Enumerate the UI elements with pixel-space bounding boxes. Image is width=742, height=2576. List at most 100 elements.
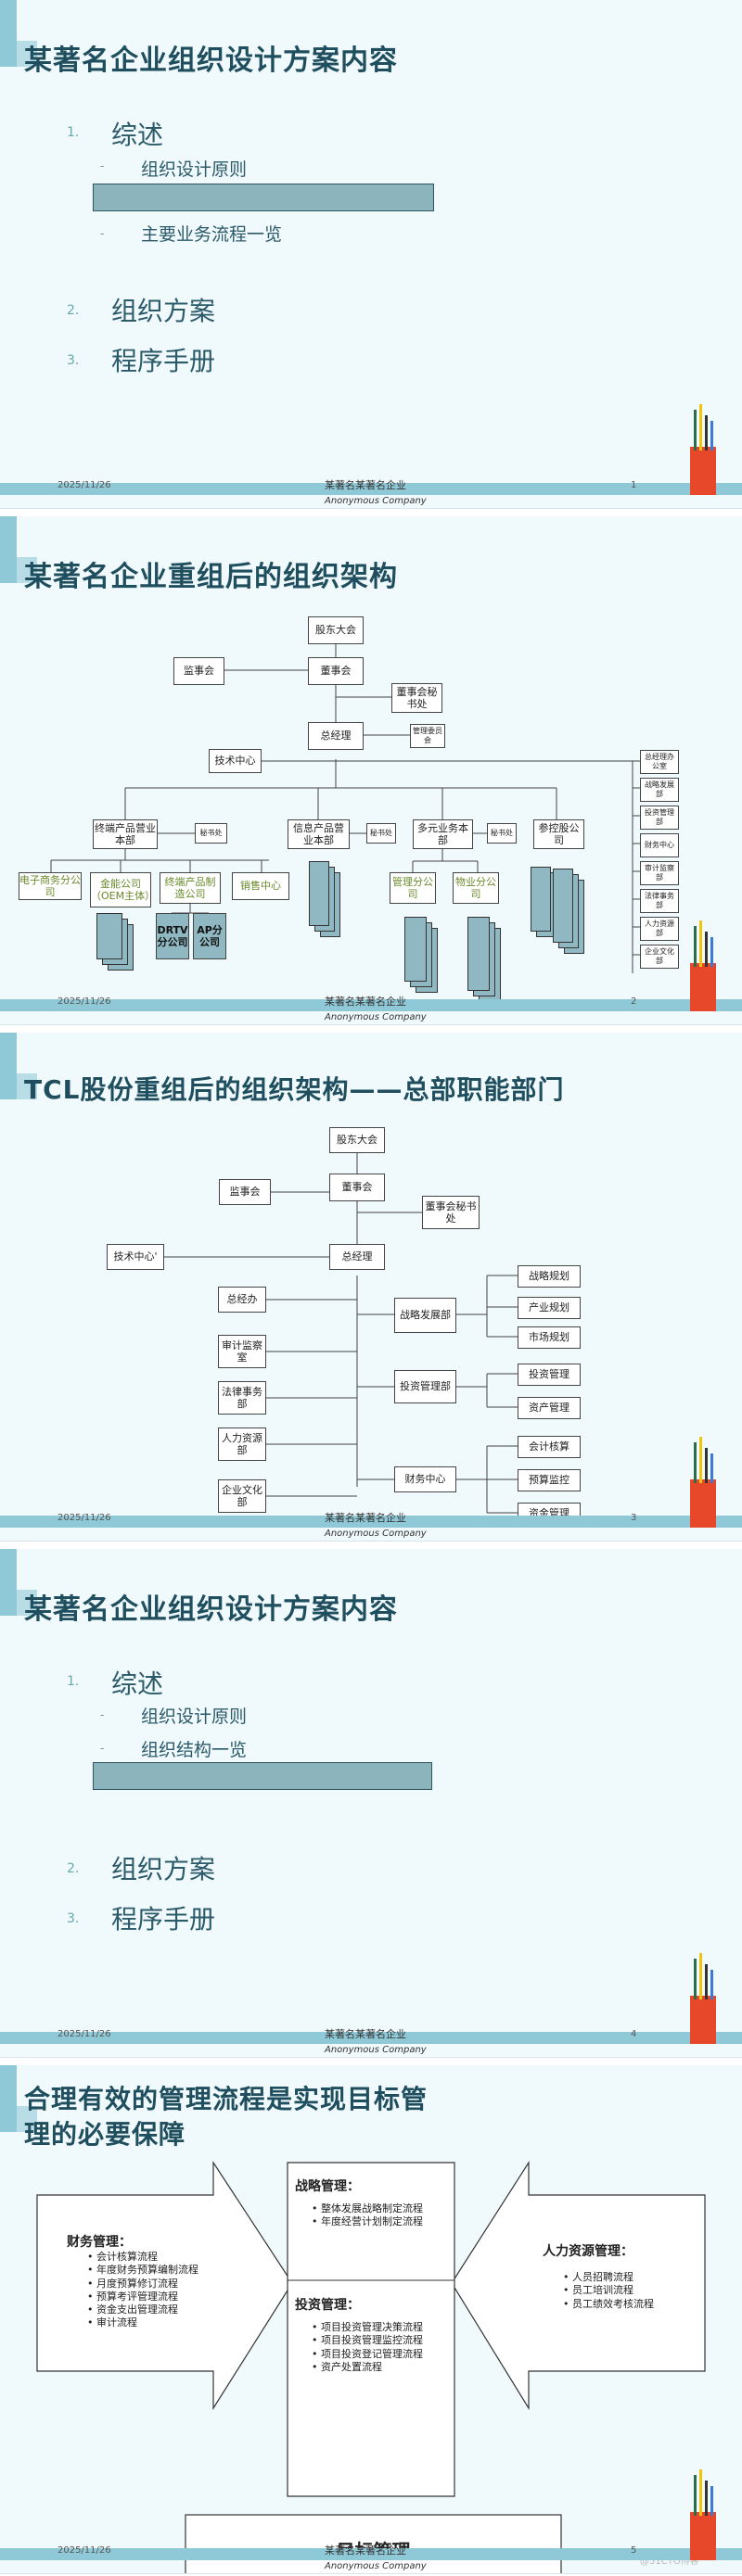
org-box-right: 战略发展部 xyxy=(640,778,679,802)
org-box-right: 法律事务部 xyxy=(640,889,679,913)
stacked-box xyxy=(96,913,122,959)
strategy-heading: 战略管理： xyxy=(295,2179,360,2194)
org-box-invest-item: 资产管理 xyxy=(518,1397,581,1419)
org-box-oem: 金能公司（OEM主体） xyxy=(90,872,155,907)
footer-company-en: Anonymous Company xyxy=(325,2561,427,2571)
footer-company: 某著名某著名企业 xyxy=(325,479,406,491)
pencil-cup-icon xyxy=(690,1437,716,1528)
slide-title: 某著名企业重组后的组织架构 xyxy=(24,561,398,593)
org-box-gm: 总经理 xyxy=(308,722,364,750)
outline-subitem: 主要业务流程一览 xyxy=(141,224,283,245)
pencil-cup-icon xyxy=(690,920,716,1011)
slide-title: 合理有效的管理流程是实现目标管 理的必要保障 xyxy=(24,2082,428,2152)
list-item: • 资产处置流程 xyxy=(312,2360,382,2373)
org-box-invest-item: 投资管理 xyxy=(518,1364,581,1386)
org-box-mgmt-committee: 管理委员会 xyxy=(410,724,445,748)
item-number: 1. xyxy=(67,1674,80,1689)
outline-subitem: 组织设计原则 xyxy=(141,159,248,180)
corner-accent xyxy=(17,1590,37,1616)
hr-process: 人力资源管理： • 人员招聘流程 • 员工培训流程 • 员工绩效考核流程 xyxy=(543,2241,691,2311)
footer-company-en: Anonymous Company xyxy=(325,2045,427,2055)
org-box-office: 总经办 xyxy=(218,1287,266,1313)
footer-date: 2025/11/26 xyxy=(58,480,111,490)
org-box-terminal: 终端产品营业本部 xyxy=(93,819,158,849)
org-box-sec: 秘书处 xyxy=(366,823,396,844)
org-box-sec: 秘书处 xyxy=(487,823,517,844)
org-box-ap: AP分公司 xyxy=(193,913,226,959)
org-box-finance-item: 预算监控 xyxy=(518,1469,581,1491)
footer-company: 某著名某著名企业 xyxy=(325,2028,406,2040)
org-box-right: 财务中心 xyxy=(640,833,679,857)
hr-heading: 人力资源管理： xyxy=(543,2244,633,2259)
corner-accent xyxy=(17,2106,37,2132)
invest-heading: 投资管理： xyxy=(295,2298,360,2313)
org-box-shareholders: 股东大会 xyxy=(329,1127,385,1153)
org-box-strategy-item: 战略规划 xyxy=(518,1265,581,1288)
corner-accent xyxy=(0,0,17,67)
outline-item: 组织方案 xyxy=(111,296,216,326)
org-box-legal: 法律事务部 xyxy=(218,1381,266,1415)
item-number: 3. xyxy=(67,1911,80,1926)
corner-accent xyxy=(17,41,37,67)
org-box-it: 信息产品营业本部 xyxy=(288,819,350,849)
bullet-dash: - xyxy=(100,1708,105,1721)
page-number: 3 xyxy=(631,1513,637,1523)
list-item: • 人员招聘流程 xyxy=(563,2271,633,2283)
stacked-box xyxy=(467,917,490,991)
strategy-process: 战略管理： • 整体发展战略制定流程 • 年度经营计划制定流程 xyxy=(295,2176,453,2229)
finance-heading: 财务管理： xyxy=(67,2235,132,2250)
org-box-right: 总经理办公室 xyxy=(640,750,679,774)
stacked-box xyxy=(531,867,551,932)
org-box-property: 物业分公司 xyxy=(453,872,499,904)
org-box-hr: 人力资源部 xyxy=(218,1428,266,1461)
footer-date: 2025/11/26 xyxy=(58,1513,111,1523)
page-number: 4 xyxy=(631,2029,637,2039)
org-box-right: 投资管理部 xyxy=(640,806,679,830)
bullet-dash: - xyxy=(100,227,105,240)
list-item: • 员工绩效考核流程 xyxy=(563,2297,654,2310)
org-box-drtv: DRTV分公司 xyxy=(156,913,189,959)
org-box-strategy: 战略发展部 xyxy=(394,1298,456,1333)
watermark: @51CTO博客 xyxy=(640,2557,699,2567)
org-box-board-sec: 董事会秘书处 xyxy=(391,683,442,713)
list-item: • 年度财务预算编制流程 xyxy=(87,2264,198,2277)
org-box-invest: 投资管理部 xyxy=(394,1370,456,1403)
title-line: 合理有效的管理流程是实现目标管 xyxy=(24,2084,429,2114)
list-item: • 审计流程 xyxy=(87,2316,137,2329)
list-item: • 整体发展战略制定流程 xyxy=(312,2202,423,2214)
pencil-cup-icon xyxy=(690,404,716,495)
outline-item: 程序手册 xyxy=(111,346,216,376)
outline-item: 程序手册 xyxy=(111,1904,216,1935)
pencil-cup-icon xyxy=(690,2469,716,2560)
bullet-dash: - xyxy=(100,159,105,172)
org-box-sec: 秘书处 xyxy=(195,823,227,844)
footer-company: 某著名某著名企业 xyxy=(325,996,406,1008)
org-box-shareholders: 股东大会 xyxy=(308,616,364,644)
item-number: 1. xyxy=(67,125,80,140)
org-box-right: 审计监察部 xyxy=(640,861,679,885)
stacked-box xyxy=(404,917,427,982)
list-item: • 年度经营计划制定流程 xyxy=(312,2215,423,2228)
outline-subitem: 组织设计原则 xyxy=(141,1707,248,1727)
list-item: • 项目投资登记管理流程 xyxy=(312,2347,423,2360)
org-box-supervisory: 监事会 xyxy=(173,657,224,685)
org-box-tech: 技术中心 xyxy=(209,749,262,773)
org-box-diverse: 多元业务本部 xyxy=(413,819,473,849)
org-box-audit: 审计监察室 xyxy=(218,1335,266,1368)
highlight-bar xyxy=(93,1762,432,1790)
stacked-box xyxy=(309,861,329,926)
corner-accent xyxy=(17,1073,37,1099)
org-box-right: 人力资源部 xyxy=(640,917,679,941)
org-box-board: 董事会 xyxy=(329,1174,385,1201)
list-item: • 员工培训流程 xyxy=(563,2284,633,2297)
footer-bar xyxy=(0,483,742,495)
corner-accent xyxy=(17,557,37,583)
footer-bar xyxy=(0,999,742,1011)
corner-accent xyxy=(0,1549,17,1616)
corner-accent xyxy=(0,2065,17,2132)
outline-item: 综述 xyxy=(111,1669,164,1699)
footer-company-en: Anonymous Company xyxy=(325,1012,427,1022)
list-item: • 项目投资管理决策流程 xyxy=(312,2321,423,2333)
slide-3: TCL股份重组后的组织架构——总部职能部门 xyxy=(0,1033,742,1542)
list-item: • 月度预算修订流程 xyxy=(87,2277,178,2290)
